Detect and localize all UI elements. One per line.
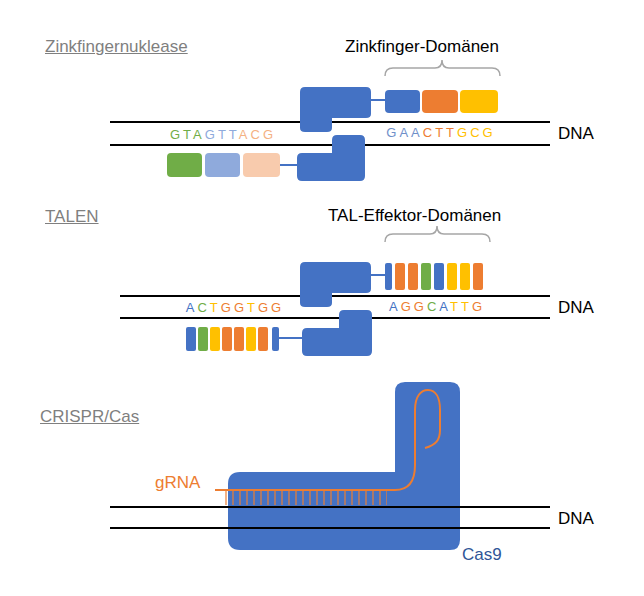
base-letter: G — [457, 125, 470, 140]
zinc-finger — [167, 153, 202, 177]
dna-sequence: GTAGTTACG — [170, 128, 276, 141]
base-letter: T — [461, 299, 472, 314]
dna-strand — [120, 295, 550, 297]
nuclease-domain — [297, 135, 365, 181]
tal-cap — [272, 327, 279, 351]
guide-rna — [215, 390, 440, 490]
tal-repeat — [234, 327, 244, 351]
zinc-finger — [205, 153, 240, 177]
tal-repeat — [421, 263, 431, 290]
base-letter: T — [218, 127, 229, 142]
tal-repeat — [198, 327, 208, 351]
tal-cap — [385, 263, 392, 290]
base-letter: G — [234, 300, 247, 315]
base-letter: T — [229, 127, 239, 142]
tal-repeat — [258, 327, 268, 351]
linker — [371, 274, 385, 276]
tal-repeat — [408, 263, 418, 290]
tal-repeat — [395, 263, 405, 290]
base-letter: C — [251, 127, 263, 142]
dna-label: DNA — [558, 125, 594, 142]
base-letter: G — [258, 300, 271, 315]
base-letter: G — [170, 127, 183, 142]
base-letter: G — [263, 127, 276, 142]
dna-label: DNA — [558, 510, 594, 527]
zinc-finger — [243, 153, 280, 177]
base-letter: A — [186, 300, 198, 315]
tal-repeat — [473, 263, 483, 290]
base-letter: G — [483, 125, 496, 140]
cas9-protein — [228, 382, 460, 550]
base-letter: T — [450, 299, 461, 314]
base-letter: T — [210, 300, 221, 315]
base-letter: C — [197, 300, 209, 315]
base-letter: G — [271, 300, 284, 315]
tal-repeat — [460, 263, 470, 290]
dna-sequence: GAACTTGCG — [386, 126, 495, 139]
linker — [371, 99, 385, 101]
tal-repeat — [186, 327, 196, 351]
zinc-finger — [385, 90, 420, 113]
section-title: TALEN — [45, 208, 99, 225]
zfn-illustration — [110, 60, 550, 181]
cas9-label: Cas9 — [462, 546, 502, 563]
base-pairing — [225, 490, 387, 505]
crispr-illustration — [110, 382, 550, 550]
dna-sequence: ACTGGTGG — [186, 301, 284, 314]
base-letter: G — [205, 127, 218, 142]
base-letter: T — [435, 125, 446, 140]
domain-label: Zinkfinger-Domänen — [345, 38, 499, 55]
dna-strand — [120, 317, 550, 319]
linker — [279, 337, 302, 339]
dna-label: DNA — [558, 299, 594, 316]
base-letter: A — [439, 299, 450, 314]
base-letter: A — [411, 125, 423, 140]
section-title: CRISPR/Cas — [40, 408, 139, 425]
base-letter: C — [427, 299, 439, 314]
base-letter: C — [423, 125, 435, 140]
grna-label: gRNA — [155, 474, 200, 491]
base-letter: G — [472, 299, 485, 314]
dna-sequence: AGGCATTG — [389, 300, 485, 313]
tal-repeat — [222, 327, 232, 351]
linker — [280, 164, 297, 166]
talen-illustration — [120, 226, 550, 356]
base-letter: T — [446, 125, 457, 140]
base-letter: G — [221, 300, 234, 315]
zinc-finger — [460, 90, 498, 113]
dna-strand — [110, 144, 550, 146]
base-letter: G — [386, 125, 399, 140]
dna-strand — [110, 527, 550, 529]
bracket — [385, 226, 490, 242]
dna-strand — [110, 506, 550, 508]
base-letter: C — [470, 125, 482, 140]
tal-repeat — [447, 263, 457, 290]
tal-repeat — [434, 263, 444, 290]
tal-repeat — [246, 327, 256, 351]
base-letter: A — [193, 127, 205, 142]
nuclease-domain — [302, 310, 372, 356]
domain-label: TAL-Effektor-Domänen — [328, 207, 501, 224]
nuclease-domain — [300, 262, 371, 307]
nuclease-domain — [300, 87, 371, 132]
section-title: Zinkfingernuklease — [45, 38, 188, 55]
base-letter: A — [239, 127, 251, 142]
tal-repeat — [210, 327, 220, 351]
base-letter: G — [414, 299, 427, 314]
bracket — [385, 60, 500, 76]
base-letter: A — [389, 299, 401, 314]
base-letter: G — [401, 299, 414, 314]
base-letter: T — [183, 127, 193, 142]
base-letter: A — [399, 125, 411, 140]
zinc-finger — [422, 90, 458, 113]
base-letter: T — [247, 300, 258, 315]
